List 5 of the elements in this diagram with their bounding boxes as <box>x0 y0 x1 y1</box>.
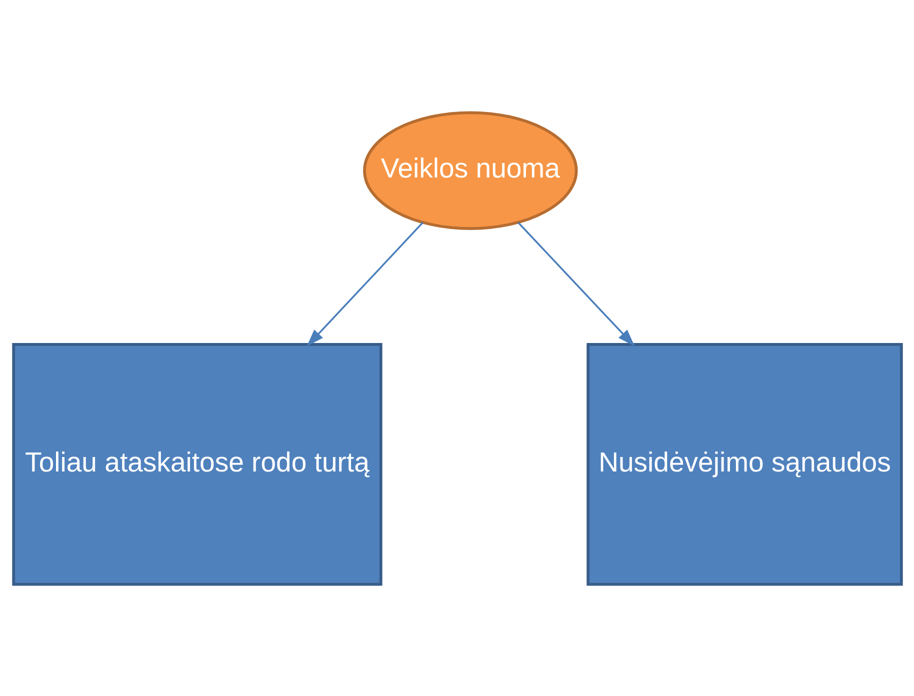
node-ellipse: Veiklos nuoma <box>362 110 578 230</box>
node-box: Nusidėvėjimo sąnaudos <box>586 342 902 586</box>
arrow <box>306 221 423 346</box>
node-box: Toliau ataskaitose rodo turtą <box>12 342 382 586</box>
arrow <box>517 221 634 346</box>
